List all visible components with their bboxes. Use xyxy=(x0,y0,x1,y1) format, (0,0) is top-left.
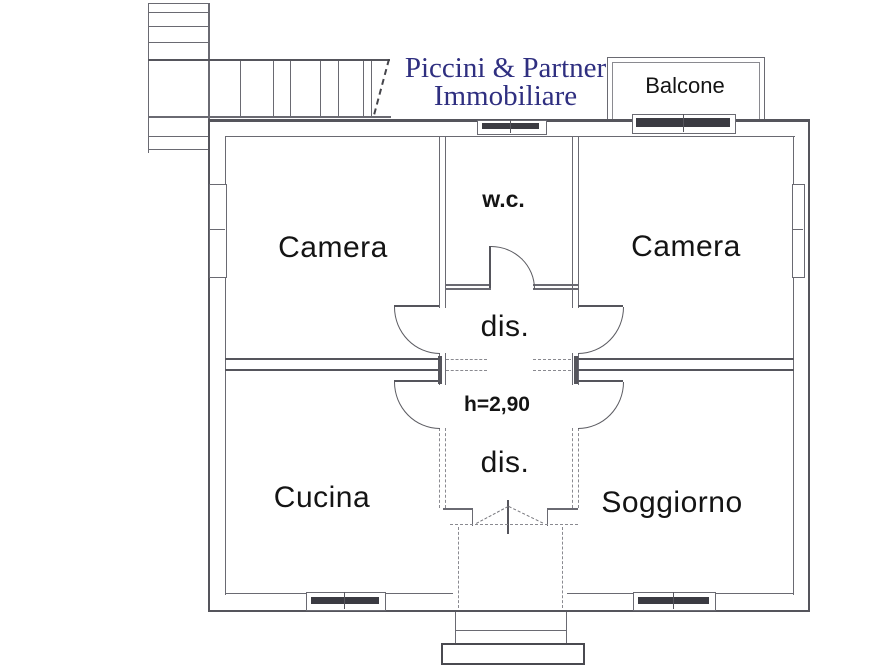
wall-wc-bottom-left xyxy=(446,284,491,286)
window-camera-right xyxy=(792,184,805,278)
window-living-tick xyxy=(673,592,674,609)
entrance-door-leaf-left xyxy=(476,506,509,524)
porch-dash-left xyxy=(458,527,459,608)
entrance-wall-left xyxy=(443,508,473,510)
wall-wc-left-a xyxy=(439,136,440,308)
stair-step xyxy=(338,61,339,116)
window-camera-right-tick xyxy=(792,229,803,230)
stair-step xyxy=(273,61,274,116)
wall-right-outer xyxy=(808,119,810,612)
wall-corridor-left-low-a xyxy=(439,428,440,508)
wall-divider-left-top xyxy=(225,358,440,360)
door-leaf-wc xyxy=(489,246,491,288)
window-camera-left xyxy=(209,184,227,278)
door-leaf-living xyxy=(578,380,623,382)
wall-corridor-right-cap xyxy=(574,356,578,384)
entry-step-side-right xyxy=(566,612,567,644)
wall-wc-bottom-right xyxy=(533,284,579,286)
wall-corridor-left-mid-b xyxy=(445,353,446,385)
door-arc-camera-right xyxy=(578,307,624,354)
wall-corridor-right-mid-a xyxy=(572,353,573,385)
door-leaf-camera-left xyxy=(394,305,439,307)
hall-label-lower: dis. xyxy=(480,446,530,479)
entrance-jamb-right xyxy=(547,508,548,526)
stairs-left-edge xyxy=(148,3,149,153)
agency-name-line2: Immobiliare xyxy=(433,80,578,112)
room-label-camera-right: Camera xyxy=(631,230,741,263)
ceiling-height-label: h=2,90 xyxy=(464,393,530,416)
wall-divider-left-bot xyxy=(225,369,440,371)
stairs-upper-rail xyxy=(148,59,390,61)
stair-step xyxy=(363,61,364,116)
wall-wc-right-b xyxy=(578,136,579,308)
entry-step-side-left xyxy=(455,612,456,644)
wall-right-inner xyxy=(793,136,794,595)
wall-corridor-left-cap xyxy=(438,356,442,384)
stair-step xyxy=(148,136,209,137)
door-arc-living xyxy=(578,382,624,429)
hall-label-upper: dis. xyxy=(480,310,530,343)
wall-corridor-right-low-a xyxy=(572,428,573,508)
door-leaf-kitchen xyxy=(394,380,439,382)
entrance-threshold-dash xyxy=(450,524,578,525)
wall-top-inner xyxy=(225,136,795,137)
wall-divider-right-bot xyxy=(577,369,794,371)
opening-dash xyxy=(533,359,571,360)
stair-step xyxy=(290,61,291,116)
room-label-wc: w.c. xyxy=(482,186,525,212)
entrance-door-post xyxy=(507,500,509,534)
balcony-outer-rail xyxy=(607,57,765,122)
stair-step xyxy=(240,61,241,116)
balcony-door-tick xyxy=(683,114,684,132)
door-arc-camera-left xyxy=(394,307,440,354)
wall-corridor-left-low-b xyxy=(445,428,446,508)
opening-dash xyxy=(533,370,571,371)
wall-corridor-right-low-b xyxy=(578,428,579,508)
stair-step xyxy=(148,42,209,43)
wall-wc-bottom-left2 xyxy=(446,288,491,290)
balcony-label: Balcone xyxy=(645,73,725,98)
stair-step xyxy=(371,61,372,116)
entry-step-line xyxy=(455,630,567,631)
door-leaf-camera-right xyxy=(578,305,623,307)
stairs-lower-rail xyxy=(148,116,391,118)
entrance-wall-right xyxy=(547,508,578,510)
wall-bottom-outer xyxy=(208,610,810,612)
entrance-door-leaf-right xyxy=(508,506,544,524)
stairs-right-edge xyxy=(208,3,210,119)
stair-step xyxy=(320,61,321,116)
room-label-living: Soggiorno xyxy=(601,486,743,519)
opening-dash xyxy=(446,370,487,371)
wall-left-outer xyxy=(208,119,210,612)
stairs-top-edge xyxy=(148,3,210,4)
window-kitchen-sash xyxy=(311,597,379,604)
wall-divider-right-top xyxy=(577,358,794,360)
window-kitchen-tick xyxy=(344,592,345,609)
window-wc-tick xyxy=(510,120,511,133)
wall-wc-bottom-right2 xyxy=(533,288,579,290)
opening-dash xyxy=(446,359,487,360)
balcony-inner-rail xyxy=(612,62,760,122)
room-label-kitchen: Cucina xyxy=(273,481,371,514)
room-label-camera-left: Camera xyxy=(278,231,388,264)
wall-wc-right-a xyxy=(572,136,573,308)
stairs-break-line xyxy=(373,59,390,115)
door-arc-wc xyxy=(491,246,535,289)
porch-dash-right xyxy=(562,527,563,608)
entry-landing xyxy=(441,643,585,665)
stair-step xyxy=(148,26,209,27)
stair-step xyxy=(148,12,209,13)
agency-name: Piccini & Partner xyxy=(404,52,607,84)
wall-left-inner xyxy=(225,136,226,595)
wall-wc-left-b xyxy=(445,136,446,308)
window-camera-left-tick xyxy=(209,229,225,230)
entrance-jamb-left xyxy=(472,508,473,526)
stair-step xyxy=(148,149,209,150)
agency-branding: Piccini & Partner Immobiliare xyxy=(398,52,613,112)
